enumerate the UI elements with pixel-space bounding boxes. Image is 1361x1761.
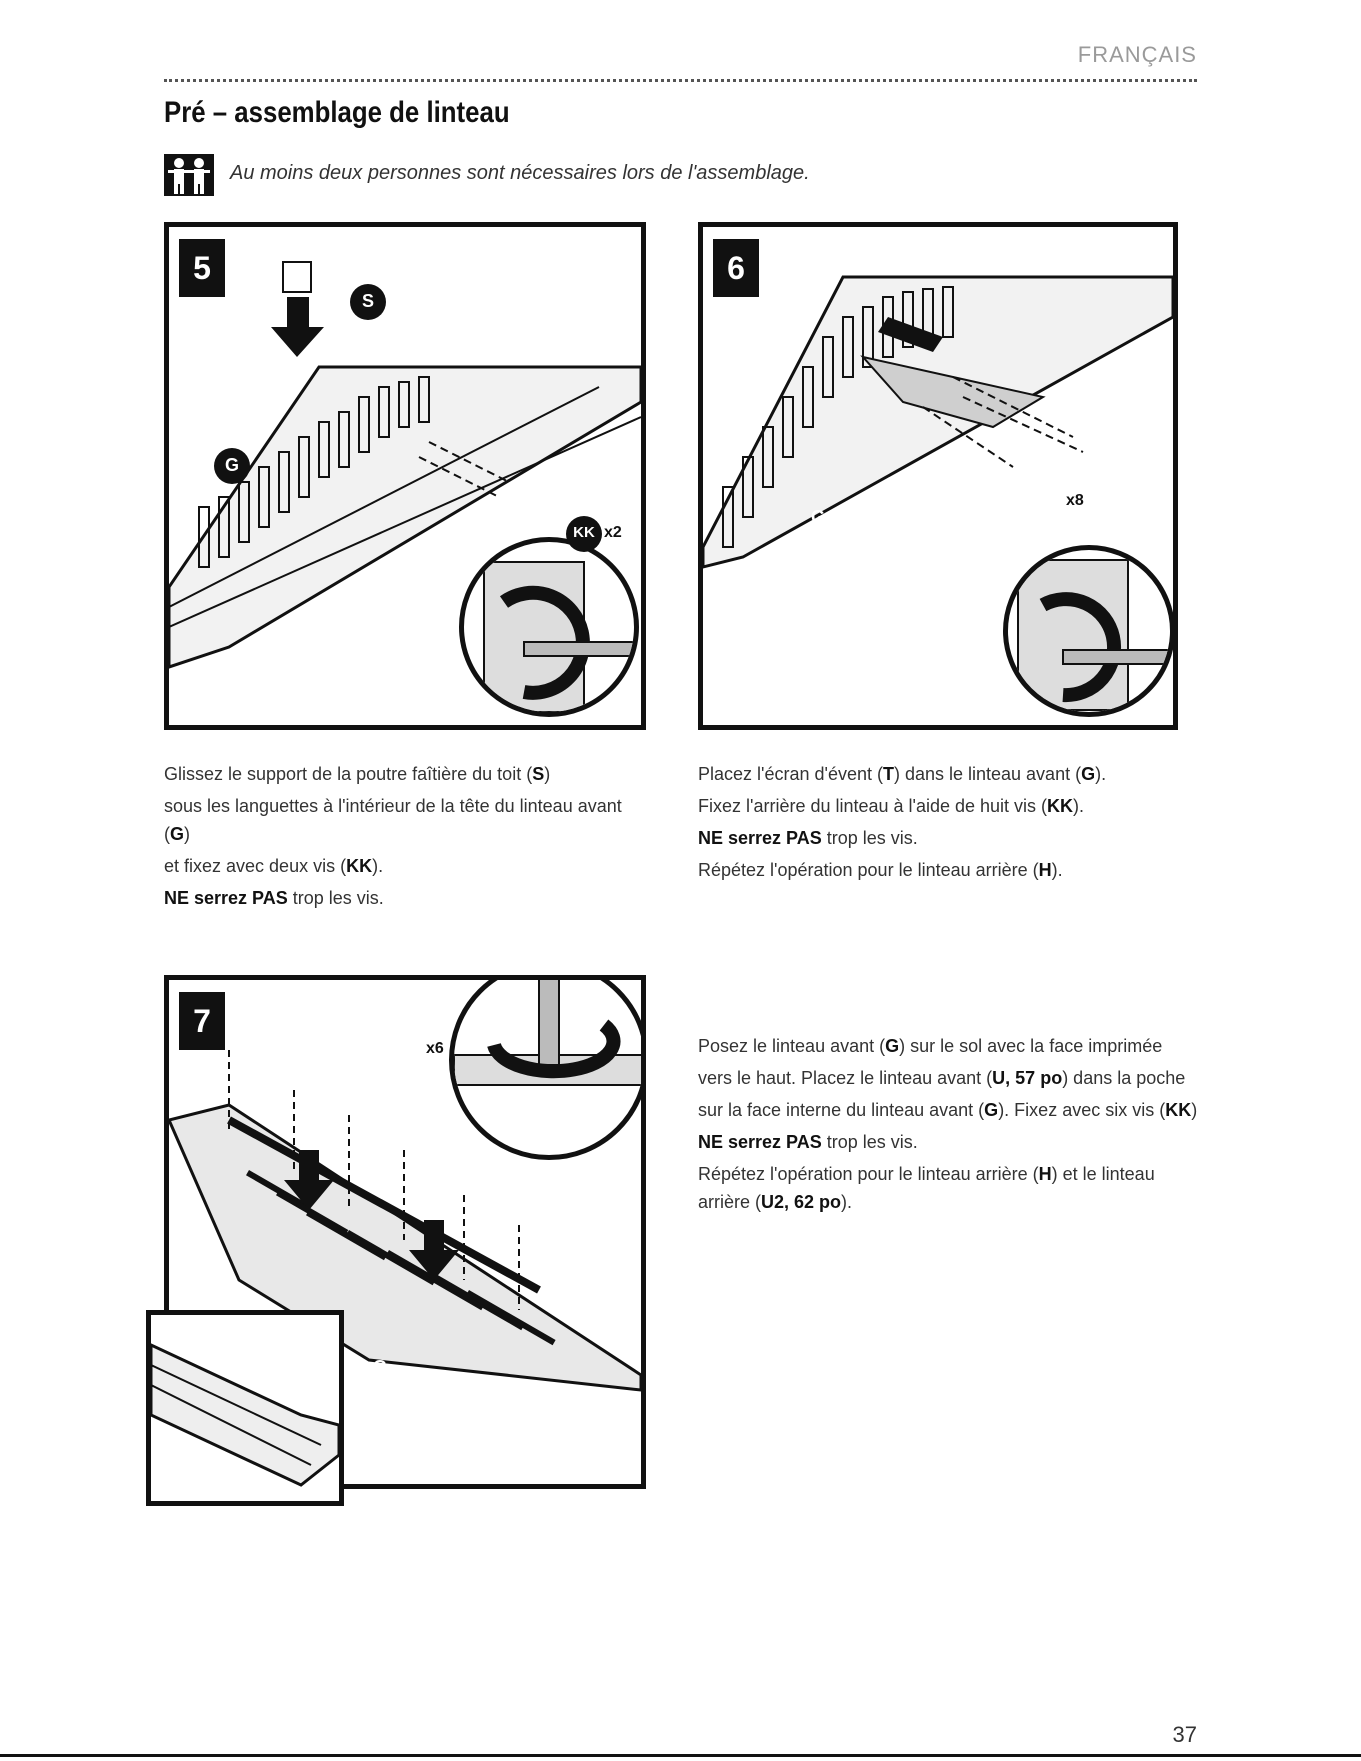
step-5-line-2: sous les languettes à l'intérieur de la … [164, 796, 622, 844]
step-5-text: Glissez le support de la poutre faîtière… [164, 760, 644, 916]
channel-inset [146, 1310, 344, 1506]
page-number: 37 [1172, 1722, 1197, 1747]
kk-label-6: KK [1035, 492, 1057, 509]
detail-zoom [459, 537, 639, 717]
part-g-label-6: G [810, 507, 825, 527]
footer-rule [0, 1754, 1361, 1757]
step-number: 6 [713, 239, 759, 297]
step-5-line-1: Glissez le support de la poutre faîtière… [164, 764, 551, 784]
page-title: Pré – assemblage de linteau [164, 96, 510, 129]
assembly-note: Au moins deux personnes sont nécessaires… [230, 162, 810, 184]
lintel-drawing [169, 1050, 641, 1392]
step-7-line-2: vers le haut. Placez le linteau avant (U… [698, 1068, 1186, 1088]
detail-zoom [449, 980, 641, 1160]
part-g-marker [214, 448, 250, 484]
part-g-label-7: G [372, 1357, 387, 1377]
step-7-line-1: Posez le linteau avant (G) sur le sol av… [698, 1036, 1163, 1056]
language-label: FRANÇAIS [1077, 42, 1197, 67]
step-7-line-5: Répétez l'opération pour le linteau arri… [698, 1164, 1155, 1184]
two-person-icon [164, 154, 214, 196]
step-7-line-3: sur la face interne du linteau avant (G)… [698, 1100, 1198, 1120]
gable-vent-drawing [703, 275, 1173, 569]
gable-frame-drawing [169, 261, 641, 669]
kk-label-7: KK [395, 1040, 417, 1057]
step-7-text: Posez le linteau avant (G) sur le sol av… [698, 1032, 1198, 1220]
step-6-text: Placez l'écran d'évent (T) dans le linte… [698, 760, 1198, 888]
kk-qty: x2 [604, 524, 622, 541]
part-s-label: S [361, 291, 374, 311]
part-u-label-7: U [397, 1109, 411, 1129]
step-6-illustration: 6 [698, 222, 1178, 730]
step-5-line-3: et fixez avec deux vis (KK). [164, 856, 384, 876]
step-6-line-1: Placez l'écran d'évent (T) dans le linte… [698, 764, 1107, 784]
kk-qty-7: x6 [426, 1040, 444, 1057]
step-5-line-4: NE serrez PAS trop les vis. [164, 888, 384, 908]
part-g-label: G [224, 455, 239, 475]
step-7-line-4: NE serrez PAS trop les vis. [698, 1132, 918, 1152]
step-6-line-3: NE serrez PAS trop les vis. [698, 828, 918, 848]
header-rule [164, 79, 1197, 82]
part-s-marker [350, 284, 386, 320]
kk-label: KK [573, 524, 595, 541]
inset-u-label-7: U [250, 1348, 266, 1373]
step-number: 7 [179, 992, 225, 1050]
step-number: 5 [179, 239, 225, 297]
step-5-illustration: 5 [164, 222, 646, 730]
detail-zoom [1003, 545, 1173, 717]
part-t-label-6: T [940, 485, 952, 505]
kk-marker [566, 516, 602, 552]
step-6-line-2: Fixez l'arrière du linteau à l'aide de h… [698, 796, 1085, 816]
step-6-line-4: Répétez l'opération pour le linteau arri… [698, 860, 1063, 880]
kk-qty-6: x8 [1066, 492, 1084, 509]
step-7-line-6: arrière (U2, 62 po). [698, 1192, 853, 1212]
